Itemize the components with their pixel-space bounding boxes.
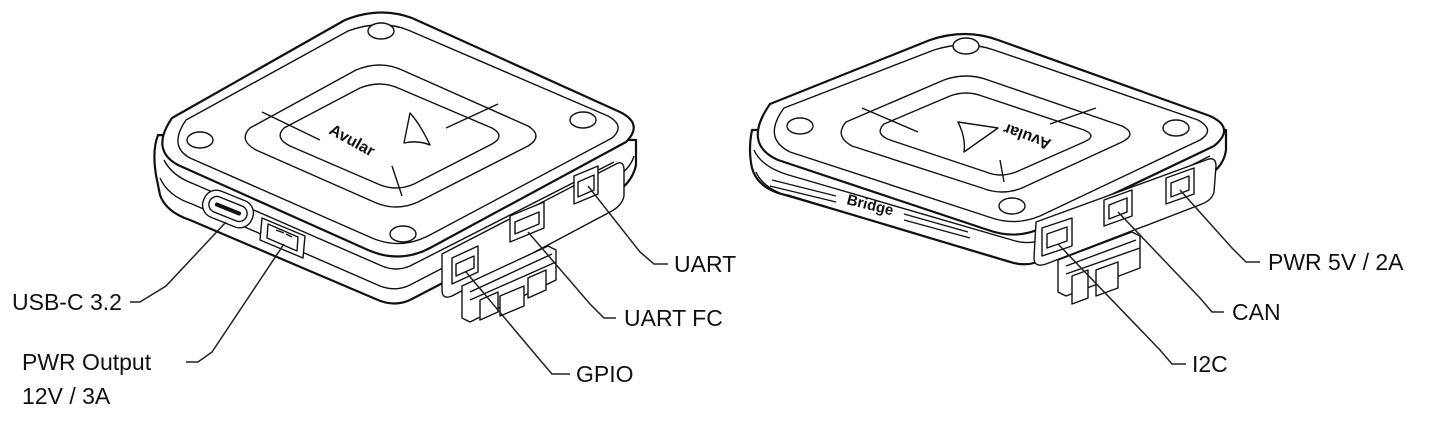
left-bottom-bracket — [461, 245, 557, 323]
uart-fc-port — [509, 201, 545, 243]
left-mount-hole-top — [367, 22, 395, 40]
i2c-port — [1041, 217, 1073, 257]
uart-port — [573, 165, 599, 205]
leader-i2c — [1057, 243, 1186, 365]
leader-uart-fc — [527, 231, 616, 319]
leader-pwr-5v — [1179, 189, 1260, 263]
leader-uart — [587, 185, 668, 265]
leader-can — [1117, 211, 1224, 313]
gpio-port — [451, 245, 479, 285]
usb-c-port — [201, 189, 255, 229]
pwr-output-connector — [259, 217, 306, 259]
right-mount-hole-top — [952, 37, 980, 55]
leader-pwr-output — [186, 243, 285, 363]
label-pwr-5v: PWR 5V / 2A — [1268, 249, 1404, 275]
label-can: CAN — [1232, 299, 1281, 325]
pwr-5v-port — [1165, 167, 1195, 205]
left-device-top — [161, 11, 635, 258]
label-uart-fc: UART FC — [624, 305, 723, 331]
leader-gpio — [465, 271, 570, 375]
label-uart: UART — [674, 251, 737, 277]
label-i2c: I2C — [1192, 351, 1228, 377]
left-device: Avular — [153, 11, 638, 323]
leader-usb-c — [130, 221, 227, 303]
right-mount-hole-right — [1162, 119, 1190, 137]
label-pwr-output-line2: 12V / 3A — [22, 383, 111, 409]
left-mount-hole-bottom — [389, 225, 417, 243]
can-port — [1103, 189, 1133, 227]
leader-lines — [130, 185, 1260, 375]
right-device: Avular Bridge — [748, 32, 1228, 305]
right-mount-hole-bottom — [998, 197, 1026, 215]
label-gpio: GPIO — [576, 361, 634, 387]
label-usb-c: USB-C 3.2 — [12, 289, 122, 315]
left-mount-hole-right — [569, 111, 597, 129]
right-mount-hole-left — [786, 117, 814, 135]
right-bottom-bracket — [1057, 231, 1141, 305]
left-mount-hole-left — [186, 131, 214, 149]
label-pwr-output-line1: PWR Output — [22, 349, 152, 375]
